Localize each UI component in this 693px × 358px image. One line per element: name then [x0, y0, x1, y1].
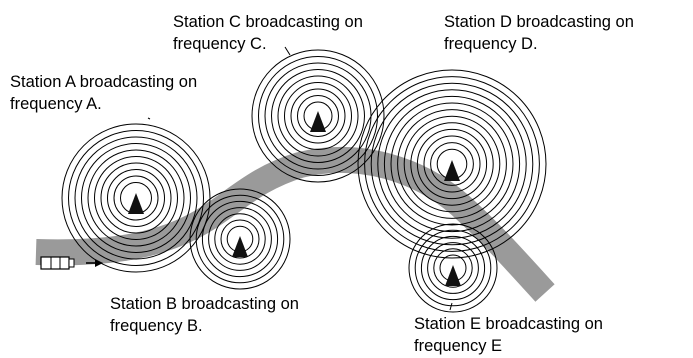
station-a-antenna-icon	[128, 193, 144, 214]
right-arrow-icon	[86, 259, 103, 267]
station-d-label-line2: frequency D.	[444, 35, 538, 53]
station-e-ring	[408, 223, 498, 313]
station-c-ring	[277, 75, 359, 157]
station-c-ring	[284, 82, 352, 150]
station-c-leader-line	[284, 46, 291, 56]
station-d-label-line1: Station D broadcasting on	[444, 13, 634, 31]
station-e-ring	[420, 235, 486, 301]
station-b-ring	[189, 188, 291, 290]
station-c-ring	[271, 69, 365, 163]
station-d-ring	[416, 128, 488, 200]
car-icon	[40, 256, 75, 270]
station-d-ring	[357, 69, 547, 259]
station-b-label-line2: frequency B.	[110, 317, 203, 335]
station-e-coverage-rings	[408, 223, 498, 313]
station-c-ring	[251, 49, 385, 183]
station-a-ring	[74, 136, 198, 260]
station-a-ring	[113, 175, 159, 221]
station-b-ring	[220, 219, 260, 259]
station-a-ring	[100, 162, 172, 234]
station-a-ring	[107, 169, 165, 227]
station-c-ring	[297, 95, 339, 137]
station-c-antenna-icon	[310, 111, 326, 132]
station-a-label-line2: frequency A.	[10, 95, 102, 113]
station-d-ring	[423, 135, 481, 193]
station-e-label-line1: Station E broadcasting on	[414, 315, 603, 333]
station-a-label-line1: Station A broadcasting on	[10, 73, 198, 91]
station-d-coverage-rings	[357, 69, 547, 259]
road	[35, 146, 555, 302]
station-c-coverage-rings	[251, 49, 385, 183]
station-a-ring	[61, 123, 211, 273]
station-b-ring	[214, 213, 266, 265]
station-c-label-line1: Station C broadcasting on	[173, 13, 363, 31]
station-a-ring	[87, 149, 185, 247]
station-c-label: Station C broadcasting on frequency C.	[173, 11, 363, 55]
station-b-ring	[195, 194, 285, 284]
station-c-ring	[258, 56, 378, 176]
station-e-ring	[414, 229, 492, 307]
station-a-leader-line	[147, 117, 151, 120]
station-e-ring	[427, 242, 479, 294]
station-d-ring	[410, 122, 494, 206]
station-c-ring	[290, 88, 346, 144]
station-a-label: Station A broadcasting on frequency A.	[10, 71, 197, 115]
station-b-label: Station B broadcasting on frequency B.	[110, 293, 299, 337]
station-d-label: Station D broadcasting on frequency D.	[444, 11, 634, 55]
station-b-antenna-icon	[232, 236, 248, 257]
station-b-coverage-rings	[189, 188, 291, 290]
station-e-antenna-icon	[445, 265, 461, 286]
station-d-ring	[377, 89, 527, 239]
station-e-ring	[433, 248, 473, 288]
station-d-ring	[370, 82, 534, 246]
station-e-label-line2: frequency E	[414, 337, 503, 355]
station-a-ring	[68, 130, 204, 266]
station-d-ring	[364, 76, 540, 252]
station-e-label: Station E broadcasting on frequency E	[414, 313, 603, 357]
station-b-label-line1: Station B broadcasting on	[110, 295, 299, 313]
station-a-ring	[81, 143, 191, 253]
station-d-ring	[397, 109, 507, 219]
station-a-ring	[94, 156, 178, 240]
station-c-label-line2: frequency C.	[173, 35, 267, 53]
station-b-ring	[201, 200, 279, 278]
station-e-leader-line	[449, 302, 453, 311]
station-a-coverage-rings	[61, 123, 211, 273]
station-b-ring	[208, 207, 272, 271]
station-d-antenna-icon	[444, 160, 460, 181]
station-d-ring	[403, 115, 501, 213]
station-d-ring	[390, 102, 514, 226]
station-d-ring	[430, 142, 474, 186]
station-d-ring	[383, 95, 521, 233]
